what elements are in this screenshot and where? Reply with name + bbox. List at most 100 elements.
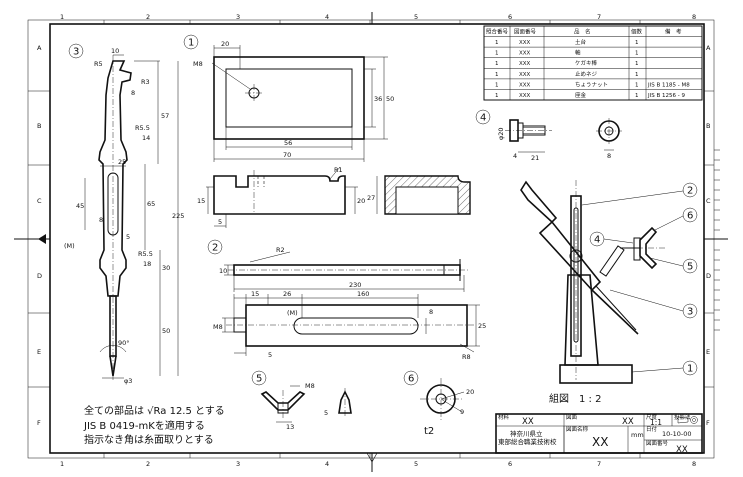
p6-dim-9: 9 <box>460 408 464 416</box>
parts-row-6-col-1: 1 <box>495 93 499 99</box>
part-1-label: 1 <box>188 38 194 49</box>
zone-col-2-bottom: 2 <box>146 460 150 468</box>
zone-col-6-bottom: 6 <box>508 460 512 468</box>
orientation-mark-bottom <box>366 452 378 463</box>
p1-dim-m8: M8 <box>193 60 203 68</box>
zone-col-5-bottom: 5 <box>414 460 418 468</box>
p1-dim-70: 70 <box>283 151 291 159</box>
parts-row-4-col-2: XXX <box>519 72 531 78</box>
zone-row-d: D <box>37 272 42 280</box>
zone-col-8-bottom: 8 <box>692 460 696 468</box>
zone-row-a-right: A <box>706 44 711 52</box>
parts-row-5-col-5: JIS B 1185 - M8 <box>647 82 690 88</box>
part-4-label: 4 <box>480 113 486 124</box>
tb-kind-label: 材料 <box>498 413 510 421</box>
zone-col-5: 5 <box>414 13 418 21</box>
p2-dim-10: 10 <box>219 267 227 275</box>
part-6-washer: 6 20 9 t2 <box>403 370 474 437</box>
tb-unit-value: mm <box>631 431 644 439</box>
asm-balloon-1: 1 <box>687 364 693 375</box>
asm-balloon-2: 2 <box>687 186 693 197</box>
zone-row-d-right: D <box>706 272 711 280</box>
assembly-drawing: 2 6 4 5 3 1 組図 1 : 2 <box>520 180 698 405</box>
centering-marks <box>14 12 728 472</box>
p2-dim-r8: R8 <box>462 353 471 361</box>
third-angle-symbol <box>677 416 698 424</box>
p3-dim-m: (M) <box>64 242 75 250</box>
parts-row-6-col-3: 座金 <box>575 91 587 99</box>
zone-col-3-bottom: 3 <box>236 460 240 468</box>
p3-dim-30: 30 <box>162 264 170 272</box>
p3-dim-r55b: R5.5 <box>138 250 153 258</box>
note-line-1: 全ての部品は √Ra 12.5 とする <box>84 404 225 417</box>
orientation-mark <box>38 234 46 244</box>
zone-labels: 1 2 3 4 5 6 7 8 1 2 3 4 5 6 7 8 A B C D … <box>37 13 711 468</box>
parts-row-3-col-3: ケガキ棒 <box>575 59 598 67</box>
outer-border <box>27 19 715 459</box>
p6-dim-t2: t2 <box>424 426 434 437</box>
zone-row-b-right: B <box>706 122 710 130</box>
p3-dim-25: 25 <box>118 158 126 166</box>
p2-dim-m: (M) <box>287 309 298 317</box>
parts-row-1-col-4: 1 <box>635 40 639 46</box>
p2-dim-r2: R2 <box>276 246 285 254</box>
note-line-3: 指示なき角は糸面取りとする <box>84 433 214 446</box>
parts-header-remarks: 備 考 <box>665 28 682 36</box>
parts-row-1-col-3: 土台 <box>575 38 587 46</box>
asm-balloon-5: 5 <box>687 262 693 273</box>
part-4-set-screw: 4 φ20 21 4 8 <box>475 109 622 162</box>
tb-name-value: XX <box>592 435 608 449</box>
assembly-label: 組図 1 : 2 <box>549 392 601 405</box>
p4-dim-21: 21 <box>531 154 539 162</box>
parts-header-qty: 個数 <box>631 28 643 36</box>
parts-row-6-col-4: 1 <box>635 93 639 99</box>
p2-dim-15: 15 <box>251 290 259 298</box>
p2-dim-26: 26 <box>283 290 291 298</box>
p2-dim-230: 230 <box>349 281 361 289</box>
parts-header-ref: 照合番号 <box>486 28 509 36</box>
zone-col-1-bottom: 1 <box>60 460 64 468</box>
p3-dim-r5: R5 <box>94 60 103 68</box>
p3-dim-r3: R3 <box>141 78 150 86</box>
zone-row-a: A <box>37 44 42 52</box>
part-2-shaft: 2 R2 10 230 15 26 160 M8 (M) <box>207 239 486 361</box>
parts-header-drawing: 図面番号 <box>514 29 537 36</box>
p5-dim-m8: M8 <box>305 382 315 390</box>
tb-kind-value: XX <box>522 417 534 427</box>
parts-row-1-col-2: XXX <box>519 40 531 46</box>
parts-row-5-col-2: XXX <box>519 82 531 88</box>
p1-dim-5: 5 <box>218 218 222 226</box>
parts-row-4-col-1: 1 <box>495 72 499 78</box>
zone-col-7-bottom: 7 <box>597 460 601 468</box>
asm-balloon-4: 4 <box>594 235 600 246</box>
zone-row-f-right: F <box>706 419 710 427</box>
part-5-label: 5 <box>256 374 262 385</box>
p3-dim-45: 45 <box>76 202 84 210</box>
p6-dim-20: 20 <box>466 388 474 396</box>
p1-dim-27: 27 <box>367 194 375 202</box>
p1-dim-50: 50 <box>386 95 394 103</box>
p3-dim-phi3: φ3 <box>124 377 132 385</box>
parts-row-6-col-2: XXX <box>519 93 531 99</box>
zone-col-4-bottom: 4 <box>325 460 329 468</box>
p3-dim-225: 225 <box>172 212 184 220</box>
p2-dim-m8: M8 <box>213 323 223 331</box>
p2-dim-25: 25 <box>478 322 486 330</box>
p1-dim-36: 36 <box>374 95 382 103</box>
parts-row-5-col-4: 1 <box>635 82 639 88</box>
p2-dim-160: 160 <box>357 290 369 298</box>
part-3-label: 3 <box>73 47 79 58</box>
p1-dim-56: 56 <box>284 139 292 147</box>
zone-col-2: 2 <box>146 13 150 21</box>
zone-col-3: 3 <box>236 13 240 21</box>
parts-row-5-col-3: ちょうナット <box>575 81 608 88</box>
tb-scale-value: 1:1 <box>650 418 662 427</box>
p3-dim-8b: 8 <box>99 216 103 224</box>
tb-school-line1: 神奈川県立 <box>510 429 543 438</box>
zone-ticks <box>28 20 714 458</box>
zone-col-4: 4 <box>325 13 329 21</box>
p5-dim-5: 5 <box>324 409 328 417</box>
parts-row-3-col-2: XXX <box>519 61 531 67</box>
